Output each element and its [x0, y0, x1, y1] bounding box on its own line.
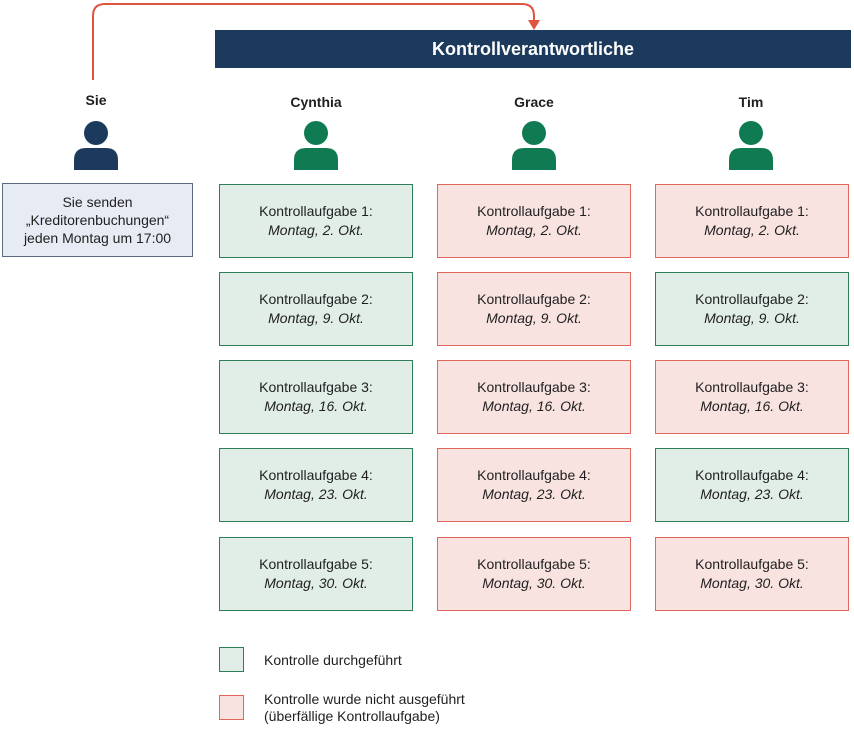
- task-label: Kontrollaufgabe 2:: [477, 291, 591, 307]
- task-date: Montag, 23. Okt.: [482, 486, 586, 502]
- task-box: Kontrollaufgabe 3: Montag, 16. Okt.: [219, 360, 413, 434]
- task-box: Kontrollaufgabe 3: Montag, 16. Okt.: [655, 360, 849, 434]
- task-box: Kontrollaufgabe 2: Montag, 9. Okt.: [437, 272, 631, 346]
- owner-person-icon: [294, 121, 338, 170]
- legend-done: Kontrolle durchgeführt: [264, 652, 402, 669]
- legend-swatch-overdue: [219, 695, 244, 720]
- task-label: Kontrollaufgabe 1:: [477, 203, 591, 219]
- task-date: Montag, 2. Okt.: [704, 222, 800, 238]
- task-date: Montag, 9. Okt.: [268, 310, 364, 326]
- task-box: Kontrollaufgabe 2: Montag, 9. Okt.: [655, 272, 849, 346]
- task-label: Kontrollaufgabe 2:: [259, 291, 373, 307]
- task-label: Kontrollaufgabe 3:: [477, 379, 591, 395]
- task-box: Kontrollaufgabe 4: Montag, 23. Okt.: [219, 448, 413, 522]
- task-box: Kontrollaufgabe 2: Montag, 9. Okt.: [219, 272, 413, 346]
- task-date: Montag, 9. Okt.: [704, 310, 800, 326]
- owner-name-grace: Grace: [514, 94, 554, 110]
- task-box: Kontrollaufgabe 5: Montag, 30. Okt.: [219, 537, 413, 611]
- task-date: Montag, 16. Okt.: [482, 398, 586, 414]
- sender-line: Sie senden: [62, 194, 133, 210]
- sender-name: Sie: [85, 92, 107, 108]
- owner-name-tim: Tim: [738, 94, 764, 110]
- task-box: Kontrollaufgabe 5: Montag, 30. Okt.: [655, 537, 849, 611]
- task-label: Kontrollaufgabe 5:: [695, 556, 809, 572]
- owner-name-cynthia: Cynthia: [290, 94, 342, 110]
- task-label: Kontrollaufgabe 3:: [695, 379, 809, 395]
- task-box: Kontrollaufgabe 1: Montag, 2. Okt.: [437, 184, 631, 258]
- task-label: Kontrollaufgabe 5:: [259, 556, 373, 572]
- task-box: Kontrollaufgabe 1: Montag, 2. Okt.: [219, 184, 413, 258]
- task-date: Montag, 30. Okt.: [264, 575, 368, 591]
- owners-header-title: Kontrollverantwortliche: [431, 38, 635, 59]
- owner-person-icon: [512, 121, 556, 170]
- task-label: Kontrollaufgabe 4:: [259, 467, 373, 483]
- task-box: Kontrollaufgabe 4: Montag, 23. Okt.: [655, 448, 849, 522]
- legend-overdue-text: (überfällige Kontrollaufgabe): [264, 708, 440, 724]
- task-label: Kontrollaufgabe 1:: [259, 203, 373, 219]
- task-box: Kontrollaufgabe 1: Montag, 2. Okt.: [655, 184, 849, 258]
- legend-done-text: Kontrolle durchgeführt: [264, 652, 402, 668]
- legend-overdue: Kontrolle wurde nicht ausgeführt (überfä…: [264, 691, 465, 725]
- task-box: Kontrollaufgabe 4: Montag, 23. Okt.: [437, 448, 631, 522]
- task-box: Kontrollaufgabe 5: Montag, 30. Okt.: [437, 537, 631, 611]
- owner-person-icon: [729, 121, 773, 170]
- task-label: Kontrollaufgabe 5:: [477, 556, 591, 572]
- task-label: Kontrollaufgabe 2:: [695, 291, 809, 307]
- task-date: Montag, 23. Okt.: [264, 486, 368, 502]
- task-label: Kontrollaufgabe 4:: [695, 467, 809, 483]
- sender-line: jeden Montag um 17:00: [23, 230, 172, 246]
- task-date: Montag, 16. Okt.: [700, 398, 804, 414]
- task-date: Montag, 16. Okt.: [264, 398, 368, 414]
- task-label: Kontrollaufgabe 1:: [695, 203, 809, 219]
- assignment-arrow-head: [528, 20, 540, 30]
- legend-overdue-text: Kontrolle wurde nicht ausgeführt: [264, 691, 465, 707]
- task-label: Kontrollaufgabe 3:: [259, 379, 373, 395]
- task-label: Kontrollaufgabe 4:: [477, 467, 591, 483]
- task-date: Montag, 9. Okt.: [486, 310, 582, 326]
- task-date: Montag, 23. Okt.: [700, 486, 804, 502]
- legend-swatch-done: [219, 647, 244, 672]
- task-box: Kontrollaufgabe 3: Montag, 16. Okt.: [437, 360, 631, 434]
- task-date: Montag, 30. Okt.: [482, 575, 586, 591]
- task-date: Montag, 30. Okt.: [700, 575, 804, 591]
- task-date: Montag, 2. Okt.: [268, 222, 364, 238]
- sender-description-box: Sie senden „Kreditorenbuchungen“ jeden M…: [2, 183, 193, 257]
- sender-person-icon: [74, 121, 118, 170]
- owners-header: Kontrollverantwortliche: [215, 30, 851, 68]
- sender-line: „Kreditorenbuchungen“: [25, 212, 170, 228]
- task-date: Montag, 2. Okt.: [486, 222, 582, 238]
